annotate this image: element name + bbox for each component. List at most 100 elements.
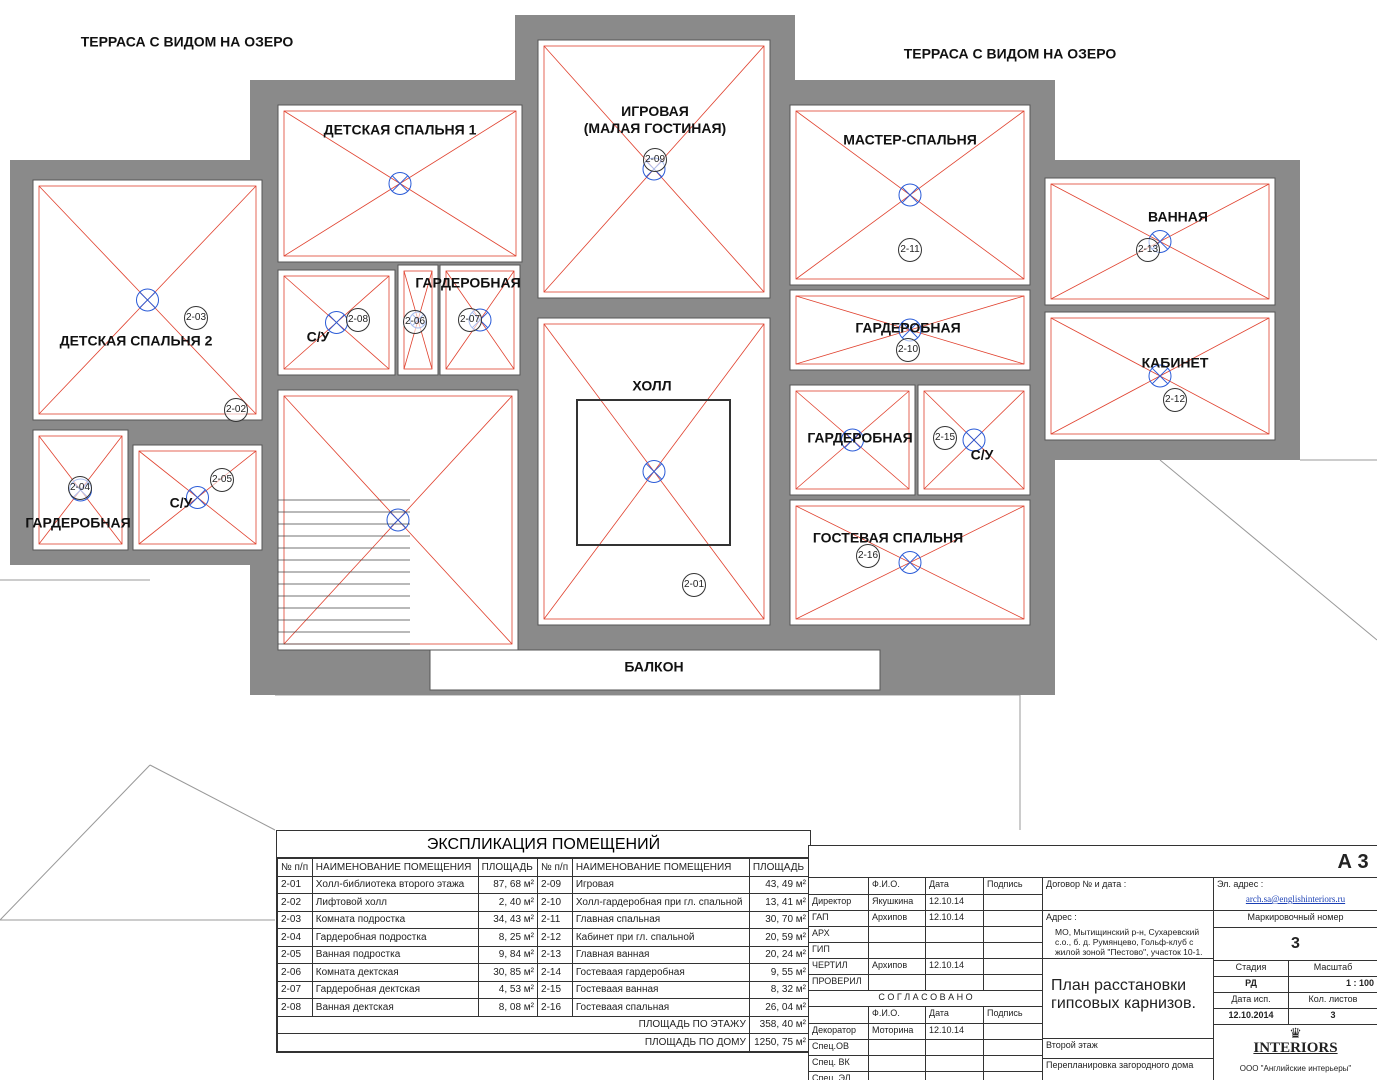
table-cell: Гостеваая ванная bbox=[571, 980, 750, 999]
staff-cell bbox=[926, 943, 984, 959]
room-label-ward14: ГАРДЕРОБНАЯ bbox=[807, 429, 913, 446]
table-cell: 2-03 bbox=[277, 910, 313, 929]
room-label-ward04: ГАРДЕРОБНАЯ bbox=[25, 514, 131, 531]
room-number-wc15: 2-15 bbox=[933, 426, 957, 450]
date-value: 12.10.2014 bbox=[1214, 1009, 1289, 1025]
table-cell: 43, 49 м² bbox=[748, 875, 811, 894]
cornice-outline bbox=[283, 110, 517, 257]
room-label-ward10: ГАРДЕРОБНАЯ bbox=[855, 319, 961, 336]
table-cell: Главная спальная bbox=[571, 910, 750, 929]
room-number-hall: 2-01 bbox=[682, 573, 706, 597]
cornice-outline bbox=[283, 275, 390, 370]
address-value: МО, Мытищинский р-н, Сухаревский с.о., б… bbox=[1043, 926, 1214, 959]
table-cell: 2-06 bbox=[277, 963, 313, 982]
ceiling-light-icon bbox=[328, 314, 345, 331]
table-cell: 2-14 bbox=[537, 963, 573, 982]
signature-cell bbox=[984, 943, 1043, 959]
room-number-guest: 2-16 bbox=[856, 544, 880, 568]
signature-cell bbox=[984, 1024, 1043, 1040]
table-cell: Гардеробная подростка bbox=[311, 928, 479, 947]
table-cell: Комната подростка bbox=[311, 910, 479, 929]
staff-cell: АРХ bbox=[809, 927, 869, 943]
total-label: ПЛОЩАДЬ ПО ДОМУ bbox=[277, 1033, 750, 1052]
cornice-outline bbox=[795, 505, 1025, 620]
ceiling-light-icon bbox=[139, 291, 156, 309]
cornice-outline bbox=[795, 110, 1025, 280]
staff-cell: 12.10.14 bbox=[926, 911, 984, 927]
room-number-wc08: 2-08 bbox=[346, 308, 370, 332]
table-cell: Холл-библиотека второго этажа bbox=[311, 875, 479, 894]
room-label-guest: ГОСТЕВАЯ СПАЛЬНЯ bbox=[812, 529, 964, 546]
address-label: Адрес : bbox=[1043, 911, 1214, 926]
logo-text: INTERIORS bbox=[1253, 1040, 1338, 1056]
table-cell: 26, 04 м² bbox=[748, 998, 811, 1017]
scale-value: 1 : 100 bbox=[1289, 977, 1377, 993]
table-cell: 2-12 bbox=[537, 928, 573, 947]
room-number-kids2: 2-03 bbox=[184, 306, 208, 330]
explication-header: ПЛОЩАДЬ bbox=[748, 858, 811, 877]
table-cell: 2-15 bbox=[537, 980, 573, 999]
explication-header: НАИМЕНОВАНИЕ ПОМЕЩЕНИЯ bbox=[311, 858, 479, 877]
signature-cell bbox=[984, 1072, 1043, 1080]
ceiling-light-icon bbox=[391, 175, 409, 192]
ceiling-light-icon bbox=[186, 486, 209, 509]
agreed-cell bbox=[869, 1072, 926, 1080]
table-cell: 2, 40 м² bbox=[477, 893, 539, 912]
agreed-cell: 12.10.14 bbox=[926, 1024, 984, 1040]
date-label: Дата исп. bbox=[1214, 993, 1289, 1009]
explication-header: № п/п bbox=[277, 858, 313, 877]
ceiling-light-icon bbox=[1151, 367, 1169, 385]
ceiling-light-icon bbox=[388, 172, 412, 195]
table-cell: 8, 32 м² bbox=[748, 980, 811, 999]
contract-field: Договор № и дата : bbox=[1043, 878, 1214, 911]
table-cell: 30, 85 м² bbox=[477, 963, 539, 982]
room-label-ward07: ГАРДЕРОБНАЯ bbox=[415, 274, 521, 291]
staff-cell: ЧЕРТИЛ bbox=[809, 959, 869, 975]
ceiling-light-icon bbox=[642, 460, 666, 483]
header-date: Дата bbox=[926, 878, 984, 895]
room-label-wc15: С/У bbox=[970, 446, 994, 463]
agreed-cell: Моторина bbox=[869, 1024, 926, 1040]
room-label-wc08: С/У bbox=[306, 328, 330, 345]
table-cell: 2-13 bbox=[537, 945, 573, 964]
table-cell: 2-02 bbox=[277, 893, 313, 912]
room-label-wc05: С/У bbox=[169, 494, 193, 511]
explication-header: № п/п bbox=[537, 858, 573, 877]
stage-value: РД bbox=[1214, 977, 1289, 993]
table-cell: 2-11 bbox=[537, 910, 573, 929]
signature-cell bbox=[984, 927, 1043, 943]
table-cell: 8, 08 м² bbox=[477, 998, 539, 1017]
cornice-outline bbox=[795, 390, 910, 490]
sheets-label: Кол. листов bbox=[1289, 993, 1377, 1009]
ceiling-light-icon bbox=[189, 489, 206, 506]
table-cell: 34, 43 м² bbox=[477, 910, 539, 929]
room-number-wc05: 2-05 bbox=[210, 468, 234, 492]
table-cell: 2-09 bbox=[537, 875, 573, 894]
email-link[interactable]: arch.sa@englishinteriors.ru bbox=[1214, 893, 1377, 911]
header-fio: Ф.И.О. bbox=[869, 878, 926, 895]
explication-header: ПЛОЩАДЬ bbox=[477, 858, 539, 877]
table-cell: 2-16 bbox=[537, 998, 573, 1017]
email-label: Эл. адрес : bbox=[1214, 878, 1377, 893]
terrace-label-left: ТЕРРАСА С ВИДОМ НА ОЗЕРО bbox=[80, 33, 294, 50]
room-label-bath: ВАННАЯ bbox=[1148, 208, 1208, 225]
staff-cell bbox=[926, 975, 984, 991]
mark-label: Маркировочный номер bbox=[1214, 911, 1377, 928]
agreed-cell: Спец.ОВ bbox=[809, 1040, 869, 1056]
room-number-bath: 2-13 bbox=[1136, 238, 1160, 262]
staff-cell bbox=[869, 927, 926, 943]
cornice-outline bbox=[923, 390, 1025, 490]
ceiling-light-icon bbox=[898, 183, 922, 207]
room-number-cab: 2-12 bbox=[1163, 388, 1187, 412]
room-balcony bbox=[429, 649, 881, 691]
room-label-kids2: ДЕТСКАЯ СПАЛЬНЯ 2 bbox=[59, 332, 213, 349]
table-cell: 2-05 bbox=[277, 945, 313, 964]
room-number-ward10: 2-10 bbox=[896, 338, 920, 362]
